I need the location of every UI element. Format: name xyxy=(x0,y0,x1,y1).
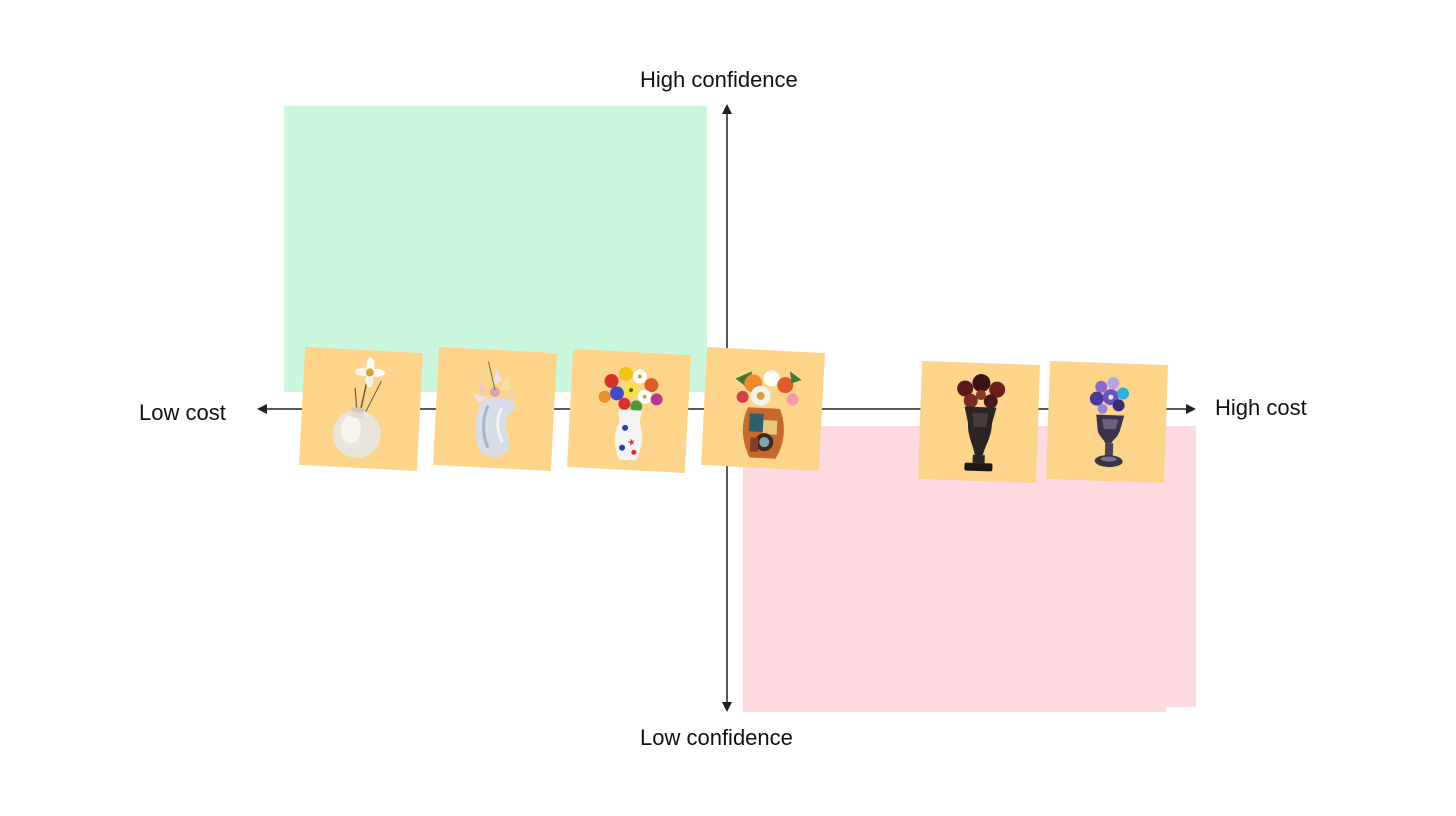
low-confidence-high-cost-zone-extension xyxy=(743,700,1166,712)
high-confidence-low-cost-zone xyxy=(284,106,707,392)
x-axis-left-arrow xyxy=(257,404,267,414)
vase-icon xyxy=(957,374,1006,472)
vase-icon xyxy=(472,361,518,457)
vase-card-dark-urn xyxy=(917,360,1041,484)
vase-card-white-round xyxy=(298,346,424,472)
y-axis-top-arrow xyxy=(722,104,732,114)
vase-card-ornate-goblet xyxy=(1045,360,1169,484)
vase-icon xyxy=(1089,377,1130,468)
x-axis-right-arrow xyxy=(1186,404,1196,414)
vase-card-patterned-bouquet xyxy=(566,348,692,474)
y-axis-bottom-label: Low confidence xyxy=(640,725,793,750)
y-axis-top-label: High confidence xyxy=(640,67,798,92)
vase-card-swirl xyxy=(432,346,558,472)
vase-icon xyxy=(598,366,663,461)
y-axis-bottom-arrow xyxy=(722,702,732,712)
vase-icon xyxy=(735,370,802,459)
x-axis-left-label: Low cost xyxy=(139,400,226,425)
vase-icon xyxy=(332,357,385,458)
vase-card-cubist xyxy=(700,346,826,472)
x-axis-right-label: High cost xyxy=(1215,395,1307,420)
